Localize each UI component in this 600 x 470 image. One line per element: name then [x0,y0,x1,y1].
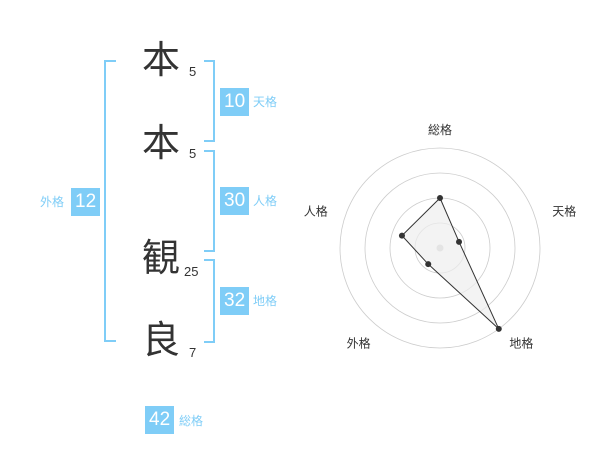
jinkaku-label: 人格 [253,194,278,208]
gaikaku-label: 外格 [40,195,65,209]
radar-point-0 [437,195,443,201]
radar-axis-label-4: 人格 [304,204,328,219]
name-char-1: 本 [142,38,181,82]
tenkaku-label: 天格 [253,95,278,109]
radar-axis-label-3: 外格 [347,335,371,350]
soukaku-value-badge: 42 [145,406,175,434]
radar-axis-label-1: 天格 [552,204,576,219]
tenkaku-value-badge: 10 [220,88,250,116]
name-char-3: 観 [142,236,181,280]
chikaku-label: 地格 [253,294,278,308]
gaikaku-value-badge: 12 [71,188,101,216]
radar-point-4 [398,232,405,239]
jinkaku-bracket [204,150,215,252]
tenkaku-bracket [204,60,215,142]
radar-point-3 [425,261,432,268]
radar-polygon [401,197,500,330]
name-char-4: 良 [142,318,181,362]
gaikaku-bracket [104,60,116,342]
radar-point-1 [456,238,463,245]
stroke-count-2: 5 [189,146,197,161]
chikaku-value-badge: 32 [220,287,250,315]
stroke-count-3: 25 [184,264,199,279]
radar-axis-label-2: 地格 [509,335,533,350]
soukaku-label: 総格 [179,414,204,428]
chikaku-bracket [204,259,215,343]
radar-point-2 [495,325,502,332]
name-char-2: 本 [142,121,181,165]
stroke-count-1: 5 [189,64,197,79]
jinkaku-value-badge: 30 [220,187,250,215]
stroke-count-4: 7 [189,345,197,360]
radar-polygon-group [398,195,502,332]
radar-ring-3 [364,172,516,324]
radar-ring-4 [339,147,541,349]
radar-axis-label-0: 総格 [428,122,452,137]
